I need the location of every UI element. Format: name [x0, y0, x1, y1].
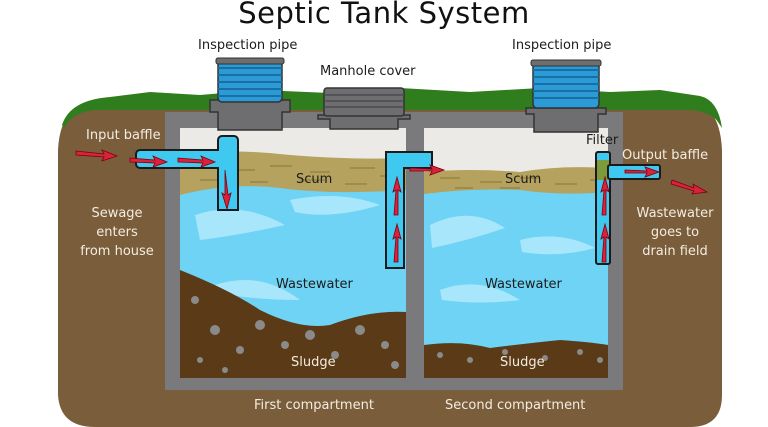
label-wastewater-second: Wastewater — [485, 277, 562, 292]
arrow-icon — [392, 175, 402, 216]
label-filter: Filter — [586, 133, 619, 148]
arrow-icon — [600, 222, 610, 263]
water-highlight — [290, 196, 380, 215]
arrow-icon — [670, 179, 709, 195]
label-line: drain field — [642, 244, 708, 259]
arrow-icon — [129, 155, 169, 168]
label-inspection-pipe-right: Inspection pipe — [512, 38, 612, 53]
label-sewage-enters: Sewage enters from house — [72, 204, 162, 261]
arrow-icon — [177, 155, 217, 168]
label-scum-second: Scum — [505, 172, 542, 187]
label-line: Wastewater — [636, 206, 714, 221]
water-highlight — [430, 215, 505, 248]
manhole-cover — [317, 87, 411, 130]
sludge-particles — [191, 296, 603, 373]
label-line: enters — [96, 225, 138, 240]
input-baffle-pipe — [135, 135, 239, 211]
label-line: goes to — [650, 225, 700, 240]
label-manhole-cover: Manhole cover — [320, 64, 416, 79]
filter-element — [597, 160, 609, 180]
arrow-icon — [624, 166, 661, 178]
water-highlight — [520, 236, 595, 255]
label-output-baffle: Output baffle — [622, 148, 709, 163]
inspection-pipe-left — [209, 57, 291, 131]
label-line: from house — [80, 244, 154, 259]
label-scum-first: Scum — [296, 172, 333, 187]
water-highlight — [195, 209, 285, 240]
arrow-icon — [392, 222, 402, 263]
label-first-compartment: First compartment — [254, 398, 374, 413]
water-highlight — [440, 284, 520, 303]
label-wastewater-first: Wastewater — [276, 277, 353, 292]
label-input-baffle: Input baffle — [86, 128, 161, 143]
arrow-icon — [75, 149, 119, 162]
label-inspection-pipe-left: Inspection pipe — [198, 38, 298, 53]
label-line: Sewage — [91, 206, 143, 221]
water-highlight — [215, 280, 300, 300]
arrow-icon — [221, 169, 232, 211]
diagram-title: Septic Tank System — [238, 0, 530, 30]
scum-second — [424, 167, 608, 194]
label-wastewater-goes: Wastewater goes to drain field — [630, 204, 720, 261]
label-second-compartment: Second compartment — [445, 398, 586, 413]
sludge-second — [424, 340, 608, 378]
inspection-pipe-right — [525, 59, 607, 133]
arrow-icon — [600, 175, 610, 216]
label-sludge-first: Sludge — [291, 355, 336, 370]
arrow-icon — [409, 164, 446, 176]
partition-wall — [406, 128, 424, 378]
label-sludge-second: Sludge — [500, 355, 545, 370]
flow-arrows — [75, 149, 709, 263]
